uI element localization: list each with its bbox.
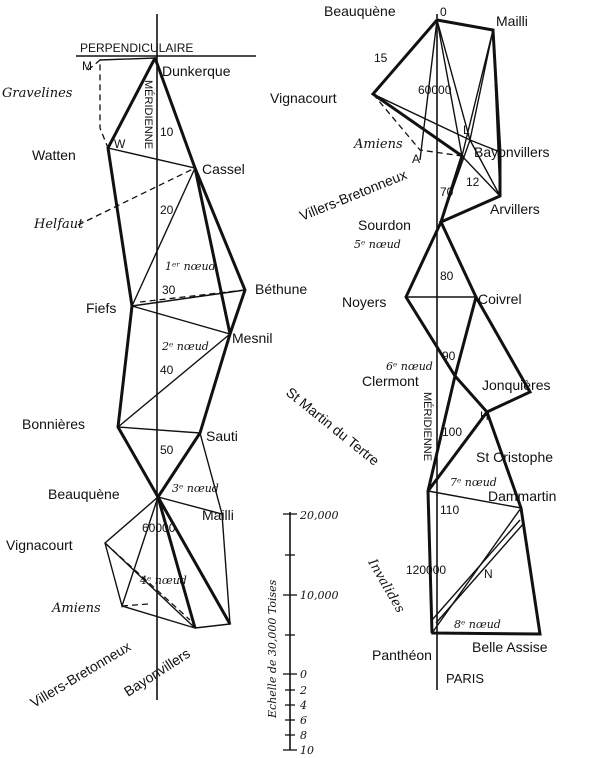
left-tick-30: 30: [162, 283, 176, 297]
perpendicular-label: PERPENDICULAIRE: [80, 41, 193, 55]
invalides-double-line: [431, 519, 525, 624]
scale-label-0: 0: [300, 668, 307, 681]
node-5: 5ᵉ nœud: [354, 238, 401, 251]
left-tick-50: 50: [160, 443, 174, 457]
scale-label-10: 10: [300, 744, 314, 757]
beauquene-left-label: Beauquène: [48, 486, 120, 502]
node-4: 4ᵉ nœud: [139, 574, 187, 587]
invalides-label: Invalides: [364, 556, 407, 616]
left-tick-20: 20: [160, 203, 174, 217]
helfaut-label: Helfaut: [33, 217, 84, 232]
cassel-label: Cassel: [202, 161, 245, 177]
bethune-label: Béthune: [255, 281, 307, 297]
right-tick-60000: 60000: [418, 83, 452, 97]
watten-label: Watten: [32, 147, 76, 163]
node-6: 6ᵉ nœud: [386, 360, 433, 373]
villers-left-label: Villers-Bretonneux: [27, 638, 133, 711]
letter-n: N: [484, 567, 493, 581]
node-2: 2ᵉ nœud: [161, 340, 209, 353]
node-3: 3ᵉ nœud: [172, 482, 219, 495]
scale-label-6: 6: [300, 714, 307, 727]
arvillers-label: Arvillers: [490, 201, 540, 217]
scale-label-8: 8: [300, 729, 307, 742]
letter-m: M: [82, 59, 92, 73]
scale-label-4: 4: [299, 699, 307, 712]
villers-right-label: Villers-Bretonneux: [297, 166, 409, 224]
sauti-label: Sauti: [206, 428, 238, 444]
jonquieres-label: Jonquières: [482, 377, 551, 393]
letter-w: W: [114, 137, 126, 151]
right-main-chain: [370, 18, 542, 636]
gravelines-label: Gravelines: [2, 86, 73, 101]
left-tick-10: 10: [160, 125, 174, 139]
bayonvillers-right-label: Bayonvillers: [474, 144, 549, 160]
stcristophe-label: St Cristophe: [476, 449, 553, 465]
letter-l: L: [463, 123, 470, 137]
scale-label-20000: 20,000: [299, 509, 339, 522]
bonnieres-label: Bonnières: [22, 416, 85, 432]
right-tick-70: 70: [440, 185, 454, 199]
right-chain: MÉRIDIENNE PARIS Beauquène Mailli Vignac…: [270, 3, 556, 690]
right-tick-80: 80: [440, 269, 454, 283]
left-chain: MÉRIDIENNE PERPENDICULAIRE Dunkerque Wat…: [2, 14, 307, 711]
mailli-left-label: Mailli: [202, 507, 234, 523]
node-1: 1ᵉʳ nœud: [165, 260, 216, 273]
letter-h: H: [480, 409, 489, 423]
left-tick-60000: 60000: [142, 521, 176, 535]
mesnil-label: Mesnil: [232, 330, 272, 346]
scale-bar: Echelle de 30,000 Toises 20,000 10,000 0…: [266, 509, 339, 757]
stmartin-label: St Martin du Tertre: [283, 384, 383, 469]
mailli-right-label: Mailli: [496, 13, 528, 29]
sourdon-label: Sourdon: [358, 217, 411, 233]
right-tick-120000: 120000: [406, 563, 446, 577]
right-tick-0: 0: [440, 5, 447, 19]
amiens-right-label: Amiens: [353, 137, 403, 152]
node-8: 8ᵉ nœud: [454, 618, 501, 631]
node-7: 7ᵉ nœud: [450, 476, 497, 489]
dunkerque-label: Dunkerque: [162, 63, 231, 79]
right-tick-100: 100: [442, 425, 462, 439]
coivrel-label: Coivrel: [478, 291, 522, 307]
scale-label-10000: 10,000: [300, 589, 339, 602]
right-dashed-lines: [372, 93, 463, 157]
paris-label: PARIS: [446, 671, 484, 686]
fiefs-label: Fiefs: [86, 300, 116, 316]
scale-label-2: 2: [299, 684, 307, 697]
left-meridian-label: MÉRIDIENNE: [142, 80, 155, 149]
right-tick-15: 15: [374, 51, 388, 65]
pantheon-label: Panthéon: [372, 647, 432, 663]
right-tick-12: 12: [466, 175, 480, 189]
beauquene-right-label: Beauquène: [324, 3, 396, 19]
scale-title: Echelle de 30,000 Toises: [266, 579, 279, 719]
left-dashed-lines: [77, 58, 246, 621]
scale-ticks: [283, 513, 297, 751]
left-tick-40: 40: [160, 363, 174, 377]
clermont-label: Clermont: [362, 373, 419, 389]
amiens-left-label: Amiens: [51, 601, 101, 616]
dammartin-label: Dammartin: [488, 488, 556, 504]
belleassise-label: Belle Assise: [472, 639, 548, 655]
vignacourt-left-label: Vignacourt: [6, 537, 73, 553]
noyers-label: Noyers: [342, 294, 386, 310]
letter-a: A: [412, 152, 420, 166]
vignacourt-right-label: Vignacourt: [270, 90, 337, 106]
right-tick-110: 110: [440, 503, 459, 517]
right-meridian-label: MÉRIDIENNE: [421, 392, 434, 461]
right-tick-90: 90: [442, 349, 456, 363]
